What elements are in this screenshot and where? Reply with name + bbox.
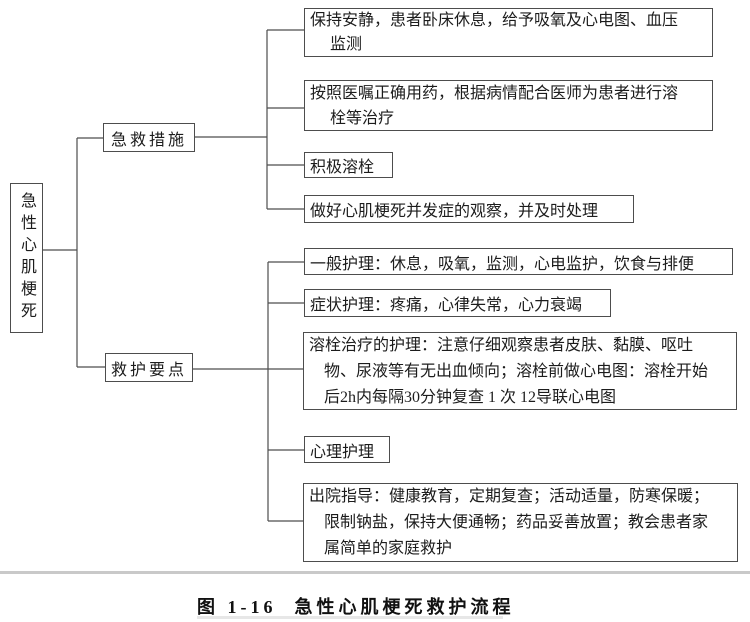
node-root: 急性心肌梗死 <box>10 183 43 333</box>
node-line: 按照医嘱正确用药，根据病情配合医师为患者进行溶 <box>310 85 679 102</box>
node-line: 保持安静，患者卧床休息，给予吸氧及心电图、血压 <box>310 12 679 29</box>
node-symptom-care: 症状护理：疼痛，心律失常，心力衰竭 <box>304 289 611 317</box>
node-complication-observation: 做好心肌梗死并发症的观察，并及时处理 <box>304 195 634 223</box>
measures-branch-lines <box>195 29 304 210</box>
node-keep-quiet: 保持安静，患者卧床休息，给予吸氧及心电图、血压 监测 <box>304 8 713 57</box>
node-general-care: 一般护理：休息，吸氧，监测，心电监护，饮食与排便 <box>304 248 733 275</box>
node-line: 出院指导：健康教育，定期复查；活动适量，防寒保暖； <box>309 488 710 505</box>
node-line: 后2h内每隔30分钟复查 1 次 12导联心电图 <box>324 389 617 406</box>
node-line: 栓等治疗 <box>330 110 395 127</box>
figure-caption-number: 图 1-16 <box>197 597 277 617</box>
node-active-thrombolysis: 积极溶栓 <box>304 152 393 178</box>
node-care-points: 救护要点 <box>105 353 193 382</box>
node-discharge-guidance: 出院指导：健康教育，定期复查；活动适量，防寒保暖； 限制钠盐，保持大便通畅；药品… <box>303 483 738 562</box>
caption-gap <box>277 593 295 619</box>
node-psychological-care: 心理护理 <box>304 436 390 463</box>
node-root-label: 急性心肌梗死 <box>18 192 35 324</box>
node-line: 属简单的家庭救护 <box>324 540 453 557</box>
scan-artifact-band <box>0 571 750 574</box>
node-line: 溶栓治疗的护理：注意仔细观察患者皮肤、黏膜、呕吐 <box>309 337 694 354</box>
figure-caption-title: 急性心肌梗死救护流程 <box>294 597 515 617</box>
node-line: 监测 <box>330 36 363 53</box>
node-thrombolysis-care: 溶栓治疗的护理：注意仔细观察患者皮肤、黏膜、呕吐 物、尿液等有无出血倾向；溶栓前… <box>303 332 737 410</box>
root-trunk-line <box>43 137 105 368</box>
node-line: 物、尿液等有无出血倾向；溶栓前做心电图：溶栓开始 <box>324 363 709 380</box>
node-emergency-measures: 急救措施 <box>103 123 195 152</box>
care-branch-lines <box>193 261 304 522</box>
caption-shadow-artifact <box>197 616 503 619</box>
figure-caption: 图 1-16 急性心肌梗死救护流程 <box>197 593 515 619</box>
node-line: 限制钠盐，保持大便通畅；药品妥善放置；教会患者家 <box>324 514 709 531</box>
node-medication: 按照医嘱正确用药，根据病情配合医师为患者进行溶 栓等治疗 <box>304 80 713 131</box>
